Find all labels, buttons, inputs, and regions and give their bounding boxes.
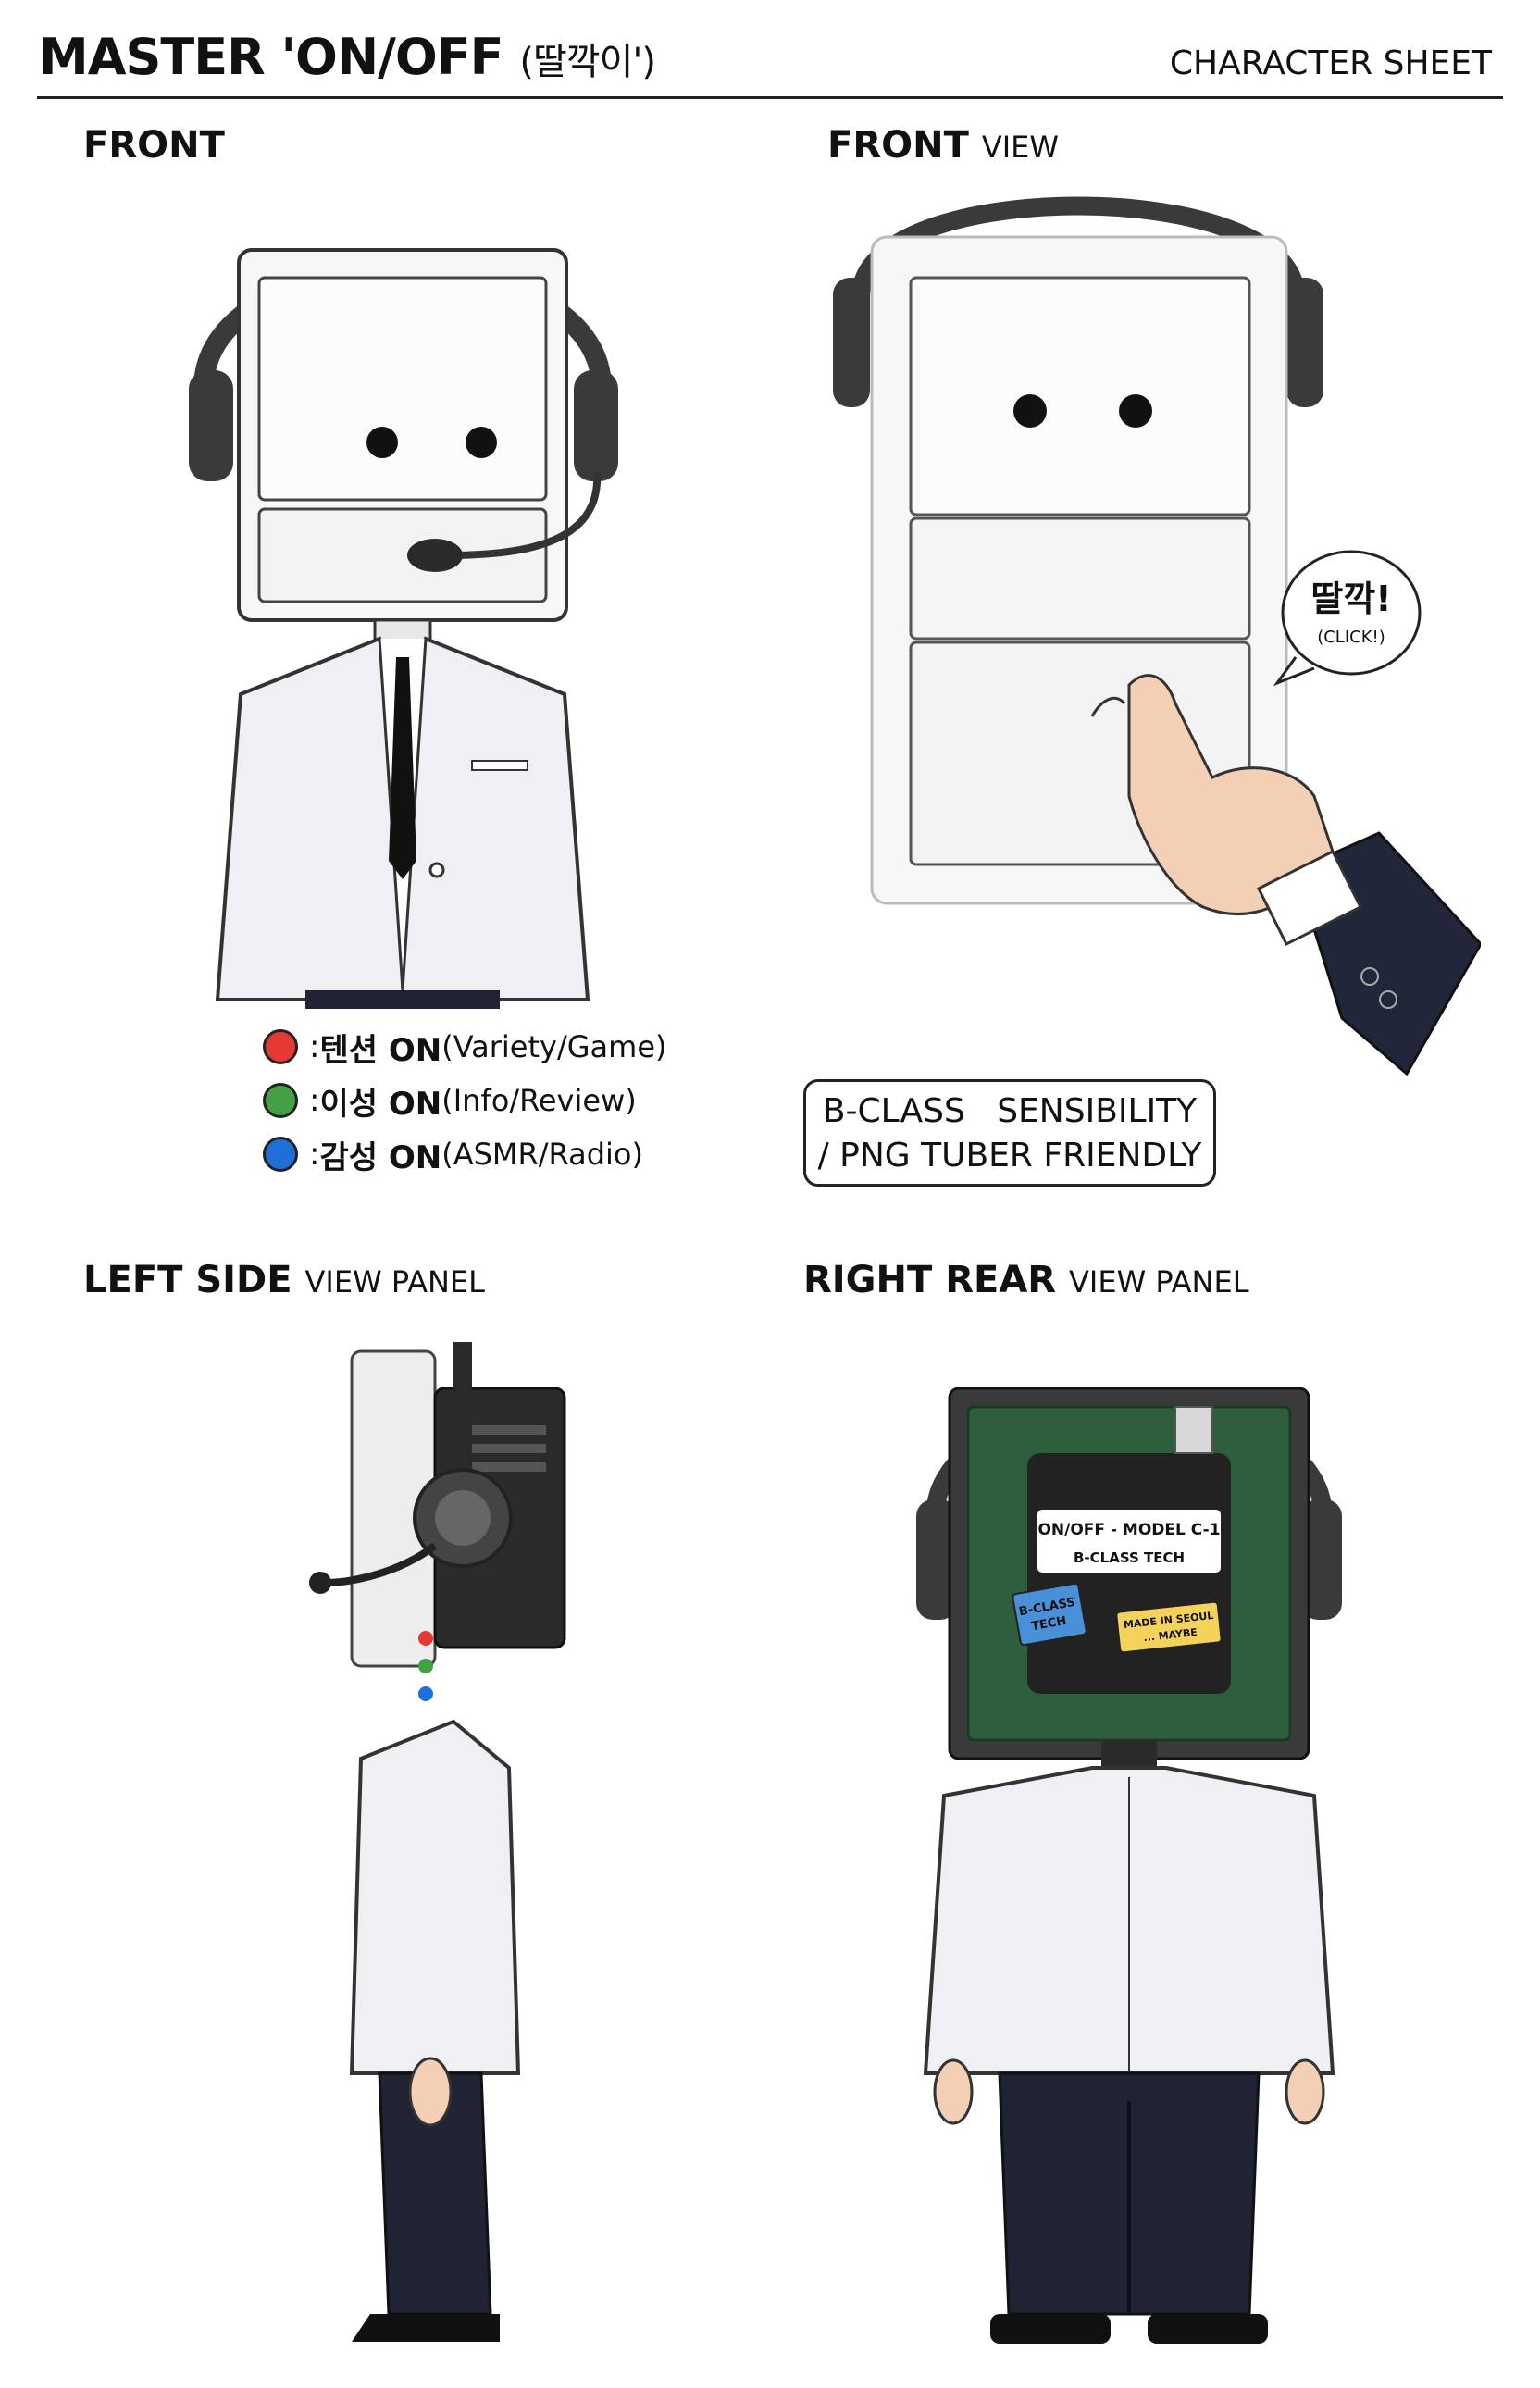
jacket-side xyxy=(349,1719,521,2075)
tagline-box: B-CLASS SENSIBILITY / PNG TUBER FRIENDLY xyxy=(803,1079,1216,1187)
legend-item-emotion: : 감성 ON (ASMR/Radio) xyxy=(263,1127,666,1181)
right-rear-illustration: ON/OFF - MODEL C-1 B-CLASS TECH B-CLASS … xyxy=(916,1387,1342,2344)
green-dot-icon xyxy=(263,1083,298,1118)
jacket-button xyxy=(428,862,445,878)
pants-waist xyxy=(305,990,500,1009)
panel-heading-front-label: FRONT xyxy=(83,124,225,167)
mic-capsule xyxy=(309,1572,331,1594)
legend-kor-label: 감성 ON xyxy=(319,1138,442,1176)
cuff-button xyxy=(1379,990,1397,1009)
panel-heading-right-rear-light: VIEW PANEL xyxy=(1069,1264,1249,1300)
left-ear-cup xyxy=(189,370,233,481)
legend-kor-label: 텐션 ON xyxy=(319,1031,442,1069)
panel-heading-front-view: FRONT VIEW xyxy=(827,124,1059,167)
switch-button-middle xyxy=(909,516,1251,641)
necktie xyxy=(389,657,416,879)
yellow-sticker-line-2: ... MAYBE xyxy=(1143,1626,1198,1644)
tagline-line-2: / PNG TUBER FRIENDLY xyxy=(817,1137,1202,1175)
tone-legend: : 텐션 ON (Variety/Game) : 이성 ON (Info/Rev… xyxy=(263,1020,666,1181)
speech-bubble-tail xyxy=(1273,656,1315,687)
breast-pocket xyxy=(471,760,528,771)
header-divider xyxy=(37,96,1503,99)
red-led-icon xyxy=(418,1631,433,1646)
panel-heading-left-side-label: LEFT SIDE xyxy=(83,1259,292,1301)
right-eye xyxy=(1119,394,1152,428)
right-ear-cup xyxy=(574,370,618,481)
left-ear-cup xyxy=(833,278,870,407)
hand xyxy=(408,2057,453,2127)
legend-en-label: (Variety/Game) xyxy=(441,1029,667,1064)
front-view-illustration: 딸깍! (CLICK!) xyxy=(833,196,1481,1076)
click-motion-mark xyxy=(1090,696,1126,717)
sheet-title: MASTER 'ON/OFF (딸깍이') xyxy=(39,28,656,86)
red-dot-icon xyxy=(263,1029,298,1064)
blue-led-icon xyxy=(418,1686,433,1701)
panel-heading-front-view-light: VIEW xyxy=(981,130,1060,165)
panel-heading-right-rear: RIGHT REAR VIEW PANEL xyxy=(803,1259,1249,1301)
wire-connector xyxy=(1174,1406,1213,1454)
right-shoe xyxy=(1148,2314,1268,2344)
model-label xyxy=(1036,1508,1223,1574)
right-ear-cup xyxy=(1301,1499,1342,1620)
front-character-illustration xyxy=(189,248,618,1009)
legend-en-label: (ASMR/Radio) xyxy=(441,1137,643,1172)
mic-capsule xyxy=(407,539,463,572)
cuff-button xyxy=(1360,967,1379,986)
left-shoe xyxy=(990,2314,1111,2344)
yellow-sticker xyxy=(1115,1600,1223,1654)
click-sound-subtext: (CLICK!) xyxy=(1317,628,1385,647)
brand-label-text: B-CLASS TECH xyxy=(1074,1549,1185,1566)
shirt-cuff xyxy=(1256,849,1363,947)
left-hand xyxy=(933,2058,974,2125)
legend-en-label: (Info/Review) xyxy=(441,1083,637,1118)
switch-button-lower xyxy=(257,507,548,603)
panel-heading-right-rear-label: RIGHT REAR xyxy=(803,1259,1057,1301)
speech-bubble xyxy=(1281,550,1422,676)
green-led-icon xyxy=(418,1659,433,1673)
shoe xyxy=(352,2314,500,2342)
click-sound-text: 딸깍! xyxy=(1310,578,1391,619)
right-hand xyxy=(1285,2058,1325,2125)
vent-slot xyxy=(453,1425,546,1435)
ear-cup-center xyxy=(435,1490,491,1546)
left-eye xyxy=(1013,394,1047,428)
mic-boom xyxy=(443,471,602,559)
legend-prefix: : xyxy=(309,1082,320,1119)
left-eye xyxy=(366,427,398,458)
switch-button-upper xyxy=(257,276,548,502)
left-ear-cup xyxy=(916,1499,957,1620)
left-side-illustration xyxy=(309,1342,566,2342)
title-main: MASTER 'ON/OFF xyxy=(39,28,504,86)
blue-dot-icon xyxy=(263,1137,298,1172)
title-sub: (딸깍이') xyxy=(519,41,656,83)
tagline-line-1: B-CLASS SENSIBILITY xyxy=(822,1092,1198,1130)
vent-slot xyxy=(453,1462,546,1472)
panel-heading-front-view-label: FRONT xyxy=(827,124,969,167)
mic-boom xyxy=(323,1542,438,1586)
legend-prefix: : xyxy=(309,1136,320,1173)
blue-sticker xyxy=(1012,1582,1087,1647)
model-label-text: ON/OFF - MODEL C-1 xyxy=(1037,1521,1220,1539)
legend-kor-label: 이성 ON xyxy=(319,1085,442,1123)
right-ear-cup xyxy=(1286,278,1323,407)
sheet-label: CHARACTER SHEET xyxy=(1169,44,1492,82)
blue-sticker-line-2: TECH xyxy=(1030,1614,1067,1634)
panel-heading-left-side: LEFT SIDE VIEW PANEL xyxy=(83,1259,485,1301)
vent-slot xyxy=(453,1444,546,1453)
legend-item-tension: : 텐션 ON (Variety/Game) xyxy=(263,1020,666,1074)
panel-heading-left-side-light: VIEW PANEL xyxy=(304,1264,485,1300)
switch-button-upper xyxy=(909,276,1251,516)
legend-item-reason: : 이성 ON (Info/Review) xyxy=(263,1074,666,1127)
right-eye xyxy=(466,427,497,458)
legend-prefix: : xyxy=(309,1028,320,1065)
panel-heading-front: FRONT xyxy=(83,124,225,167)
